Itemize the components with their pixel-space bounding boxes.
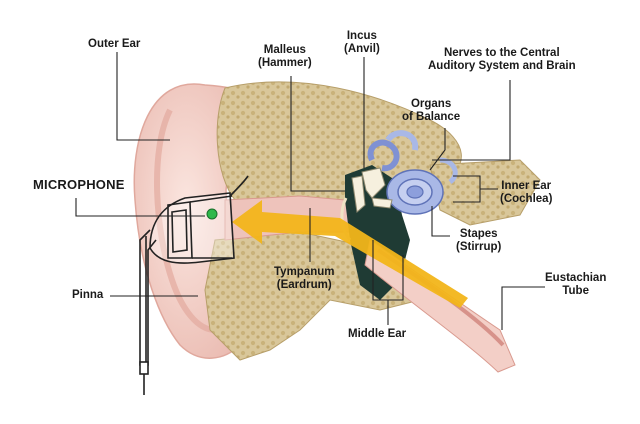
nerves-label: Nerves to the Central Auditory System an…	[428, 47, 576, 72]
eustachian-tube-label: Eustachian Tube	[545, 272, 607, 297]
microphone-dot	[206, 208, 218, 220]
organs-of-balance-label: Organs of Balance	[402, 98, 461, 123]
malleus-label: Malleus (Hammer)	[258, 44, 312, 69]
pinna-label: Pinna	[72, 289, 104, 301]
tympanum-label: Tympanum (Eardrum)	[274, 266, 335, 291]
microphone-label: MICROPHONE	[33, 177, 125, 192]
sound-arrow	[232, 200, 468, 308]
stapes-label: Stapes (Stirrup)	[456, 228, 502, 253]
middle-ear-label: Middle Ear	[348, 328, 407, 340]
malleus-bone	[351, 175, 366, 213]
outer-ear-label: Outer Ear	[88, 38, 141, 50]
inner-ear-label: Inner Ear (Cochlea)	[500, 180, 553, 205]
incus-bone	[361, 167, 386, 199]
pinna-fold	[154, 108, 216, 333]
cochlea-shape	[367, 130, 458, 215]
incus-label: Incus (Anvil)	[344, 30, 380, 55]
stapes-bone	[371, 197, 393, 209]
leader-lines	[75, 52, 545, 330]
